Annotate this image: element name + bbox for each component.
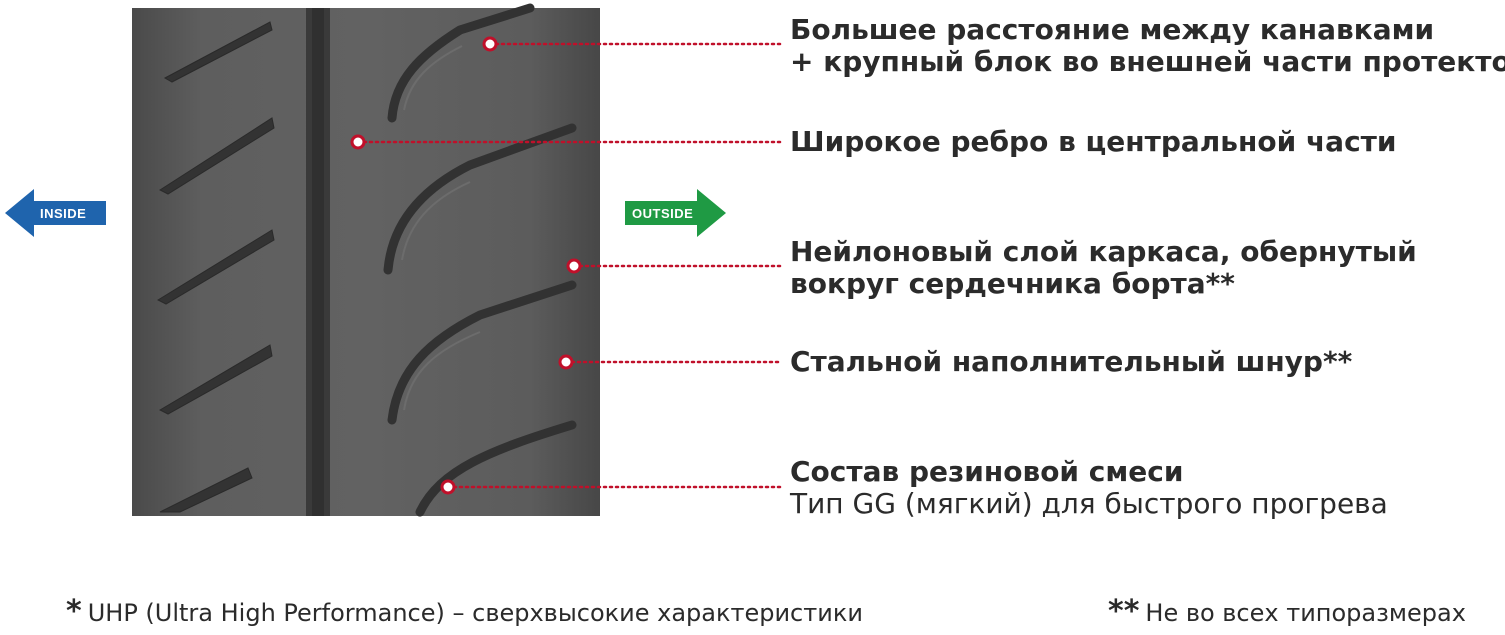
callout-1-line-1: Большее расстояние между канавками — [790, 13, 1435, 46]
callout-rubber-compound: Состав резиновой смеси Тип GG (мягкий) д… — [790, 456, 1388, 520]
callout-3-line-1: Нейлоновый слой каркаса, обернутый — [790, 235, 1417, 268]
marker-dot-3 — [566, 258, 582, 274]
outside-arrow: OUTSIDE — [625, 189, 726, 237]
footnote-uhp-mark: * — [66, 594, 82, 629]
callout-1-line-2: + крупный блок во внешней части протекто… — [790, 45, 1505, 78]
footnote-sizes-text: Не во всех типоразмерах — [1145, 599, 1466, 627]
footnote-uhp-text: UHP (Ultra High Performance) – сверхвысо… — [87, 599, 863, 627]
footnote-sizes: **Не во всех типоразмерах — [1108, 594, 1466, 629]
marker-dot-2 — [350, 134, 366, 150]
callout-nylon-carcass: Нейлоновый слой каркаса, обернутый вокру… — [790, 236, 1417, 300]
tire-tread-image — [132, 3, 600, 517]
callout-3-line-2: вокруг сердечника борта** — [790, 267, 1235, 300]
callout-5-line-2: Тип GG (мягкий) для быстрого прогрева — [790, 487, 1388, 520]
callout-steel-cord: Стальной наполнительный шнур** — [790, 346, 1352, 378]
callout-center-rib: Широкое ребро в центральной части — [790, 126, 1397, 158]
inside-arrow: INSIDE — [5, 189, 106, 237]
inside-arrow-label: INSIDE — [40, 206, 86, 221]
callout-2-line-1: Широкое ребро в центральной части — [790, 125, 1397, 158]
footnote-uhp: *UHP (Ultra High Performance) – сверхвыс… — [66, 594, 863, 629]
marker-dot-1 — [482, 36, 498, 52]
outside-arrow-label: OUTSIDE — [632, 206, 693, 221]
callout-4-line-1: Стальной наполнительный шнур** — [790, 345, 1353, 378]
marker-dot-4 — [558, 354, 574, 370]
callout-5-line-1: Состав резиновой смеси — [790, 455, 1184, 488]
footnote-sizes-mark: ** — [1108, 594, 1140, 629]
callout-groove-spacing: Большее расстояние между канавками + кру… — [790, 14, 1505, 78]
marker-dot-5 — [440, 479, 456, 495]
